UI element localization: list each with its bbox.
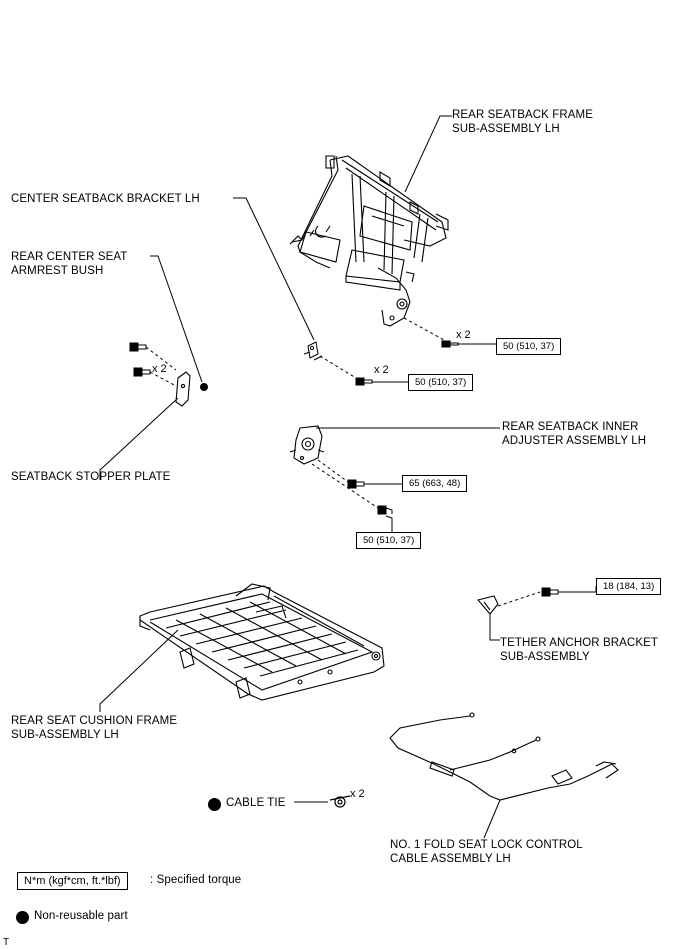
label-rear-seat-cushion-frame: REAR SEAT CUSHION FRAME SUB-ASSEMBLY LH <box>11 714 177 742</box>
legend-torque-desc: : Specified torque <box>150 874 242 886</box>
label-center-seatback-bracket: CENTER SEATBACK BRACKET LH <box>11 192 200 206</box>
label-line: SUB-ASSEMBLY LH <box>11 729 119 741</box>
torque-frame-bolt: 50 (510, 37) <box>496 338 562 355</box>
label-rear-center-seat-armrest-bush: REAR CENTER SEAT ARMREST BUSH <box>11 250 127 278</box>
corner-mark: T <box>3 937 10 948</box>
label-line: CENTER SEATBACK BRACKET LH <box>11 193 200 205</box>
label-rear-seatback-frame: REAR SEATBACK FRAME SUB-ASSEMBLY LH <box>452 108 593 136</box>
label-line: SUB-ASSEMBLY <box>500 651 590 663</box>
label-line: ADJUSTER ASSEMBLY LH <box>502 435 647 447</box>
cushion-frame-drawing <box>139 583 385 701</box>
torque-bracket-bolt: 50 (510, 37) <box>408 374 474 391</box>
qty-frame-bolt: x 2 <box>456 329 471 341</box>
tether-bolt-drawing <box>541 587 559 597</box>
qty-stopper-bolt: x 2 <box>152 363 167 375</box>
label-line: SEATBACK STOPPER PLATE <box>11 471 171 483</box>
armrest-bush-drawing <box>200 383 208 391</box>
stopper-bolts-drawing <box>129 342 151 377</box>
torque-adjuster-bolt-lower: 50 (510, 37) <box>356 532 422 549</box>
qty-bracket-bolt: x 2 <box>374 364 389 376</box>
non-reusable-marker-icon <box>208 798 221 811</box>
frame-bolt-drawing <box>441 340 459 348</box>
label-line: REAR SEAT CUSHION FRAME <box>11 715 178 727</box>
legend-non-reusable-icon <box>16 911 29 924</box>
center-bracket-drawing <box>303 341 323 361</box>
label-tether-anchor-bracket: TETHER ANCHOR BRACKET SUB-ASSEMBLY <box>500 636 658 664</box>
label-line: NO. 1 FOLD SEAT LOCK CONTROL <box>390 839 583 851</box>
legend-torque-unit: N*m (kgf*cm, ft.*lbf) <box>17 872 128 890</box>
label-cable-tie: CABLE TIE <box>226 796 286 810</box>
inner-adjuster-drawing <box>289 425 325 465</box>
tether-bracket-drawing <box>477 595 499 615</box>
adjuster-bolts-drawing <box>347 479 393 515</box>
label-line: TETHER ANCHOR BRACKET <box>500 637 659 649</box>
seatback-frame-drawing <box>289 155 449 327</box>
label-line: REAR SEATBACK INNER <box>502 421 639 433</box>
torque-adjuster-bolt-upper: 65 (663, 48) <box>402 475 468 492</box>
cable-tie-drawing <box>329 795 351 808</box>
label-line: REAR SEATBACK FRAME <box>452 109 593 121</box>
label-seatback-stopper-plate: SEATBACK STOPPER PLATE <box>11 470 170 484</box>
stopper-plate-drawing <box>175 371 191 407</box>
cable-assembly-drawing <box>389 712 619 801</box>
qty-cable-tie: x 2 <box>350 788 365 800</box>
label-line: CABLE TIE <box>226 797 286 809</box>
torque-tether-bolt: 18 (184, 13) <box>596 578 662 595</box>
label-line: SUB-ASSEMBLY LH <box>452 123 560 135</box>
label-line: REAR CENTER SEAT <box>11 251 128 263</box>
label-line: CABLE ASSEMBLY LH <box>390 853 511 865</box>
bracket-bolt-drawing <box>355 377 373 386</box>
label-rear-seatback-inner-adjuster: REAR SEATBACK INNER ADJUSTER ASSEMBLY LH <box>502 420 646 448</box>
label-fold-seat-lock-cable: NO. 1 FOLD SEAT LOCK CONTROL CABLE ASSEM… <box>390 838 583 866</box>
legend-non-reusable-text: Non-reusable part <box>34 910 128 922</box>
label-line: ARMREST BUSH <box>11 265 104 277</box>
